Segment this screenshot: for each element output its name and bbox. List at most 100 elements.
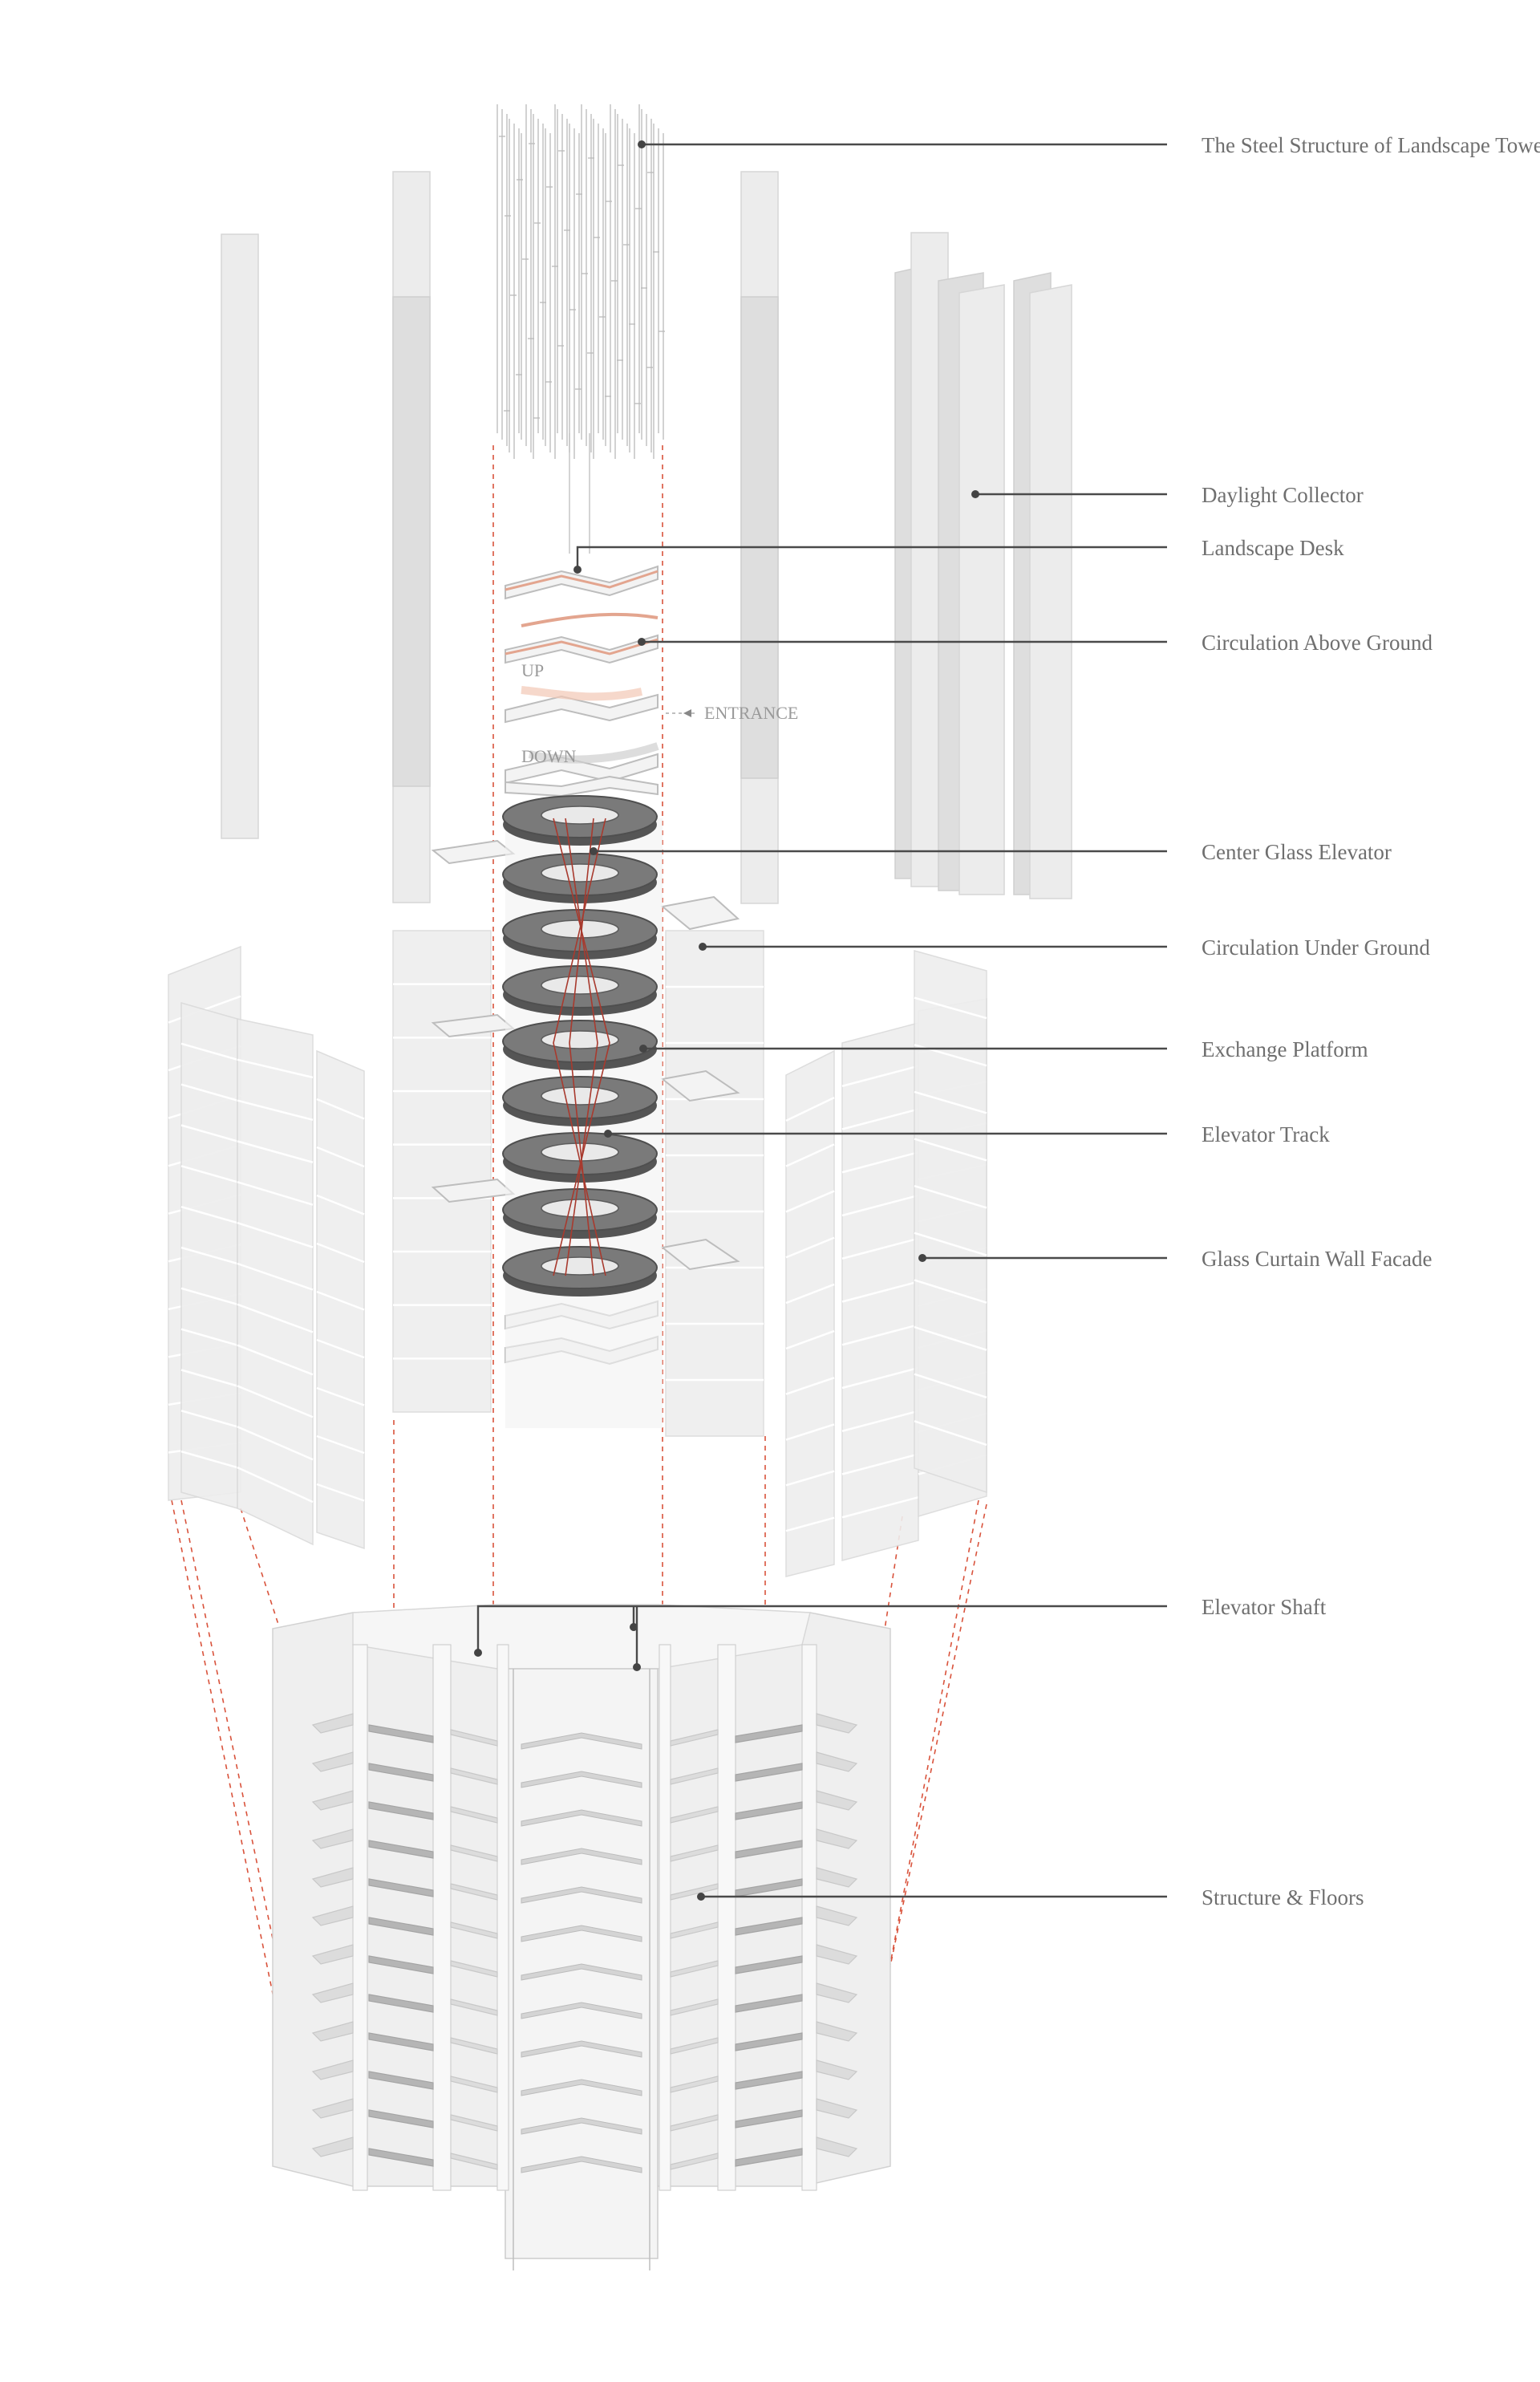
structure-column (717, 1644, 736, 2191)
floor-slab (311, 1867, 354, 1888)
floor-slab (368, 2148, 434, 2167)
floor-slab (735, 2071, 803, 2090)
floor-slab (521, 2040, 642, 2058)
floor-slab (311, 1713, 354, 1734)
floor-slab (521, 1732, 642, 1750)
landscape-pillars (221, 171, 779, 904)
floor-slab (735, 1994, 803, 2013)
floor-slab (368, 1917, 434, 1936)
floor-slab (368, 2109, 434, 2128)
exchange-platform-ring (502, 1246, 658, 1297)
structure-and-floors (272, 1604, 891, 2270)
floor-slab (368, 1878, 434, 1897)
floor-slab (450, 2037, 498, 2055)
floor-slab (735, 1955, 803, 1974)
floor-slab (311, 1790, 354, 1811)
floor-slab (450, 1960, 498, 1978)
label-elevator-track: Elevator Track (1202, 1122, 1330, 1146)
floor-slab (735, 1840, 803, 1859)
floor-slab (521, 1925, 642, 1942)
floor-slab (670, 1883, 719, 1901)
floor-slab (670, 2153, 719, 2170)
floor-slab (368, 1801, 434, 1820)
exchange-platforms (502, 795, 658, 1297)
floor-slab (735, 2109, 803, 2128)
floor-slab (450, 2114, 498, 2132)
floor-slab (816, 2136, 858, 2157)
structure-column (659, 1644, 671, 2191)
floor-slab (816, 1790, 858, 1811)
center-glass-elevator (502, 795, 663, 1428)
floor-slab (670, 1729, 719, 1747)
track-rail (569, 818, 594, 1276)
floor-slab (735, 1917, 803, 1936)
exchange-platform-ring (502, 795, 658, 846)
curtain-wall-panel (180, 1002, 238, 1509)
leader-lines (474, 140, 1167, 1901)
circulation-annotations: UP DOWN ENTRANCE (521, 660, 798, 766)
exchange-platform-ring (502, 965, 658, 1016)
floor-slab (521, 1771, 642, 1788)
floor-slab (311, 1982, 354, 2003)
floor-slab (450, 1729, 498, 1747)
floor-slab (816, 1905, 858, 1926)
floor-slab (450, 1883, 498, 1901)
floor-slab (368, 1724, 434, 1743)
floor-slab (311, 1905, 354, 1926)
entrance-annotation: ENTRANCE (704, 703, 798, 723)
floor-slab (311, 1944, 354, 1965)
exchange-platform-ring (502, 1076, 658, 1126)
structure-column (496, 1644, 509, 2191)
floor-slab (450, 1921, 498, 1939)
floor-slab (450, 2153, 498, 2170)
circulation-above-ground (505, 565, 659, 797)
floor-slab (816, 1713, 858, 1734)
floor-slab (521, 2156, 642, 2173)
floor-slab (735, 1763, 803, 1782)
down-annotation: DOWN (521, 746, 577, 766)
floor-slab (816, 1828, 858, 1849)
floor-slab (521, 1809, 642, 1827)
floor-slab (311, 2021, 354, 2042)
label-structure-floors: Structure & Floors (1202, 1885, 1364, 1909)
floor-slab (450, 1806, 498, 1824)
structure-column (432, 1644, 452, 2191)
floor-slab (368, 1840, 434, 1859)
floor-slab (816, 2059, 858, 2080)
label-steel-structure: The Steel Structure of Landscape Tower (1202, 133, 1540, 157)
floor-slab (816, 1944, 858, 1965)
glass-curtain-wall (168, 930, 987, 1577)
exchange-platform-ring (502, 1020, 658, 1070)
labels: The Steel Structure of Landscape Tower D… (1202, 133, 1540, 1909)
structure-column (352, 1644, 368, 2191)
label-exchange-platform: Exchange Platform (1202, 1037, 1368, 1061)
floor-slab (670, 2076, 719, 2093)
floor-slab (816, 1982, 858, 2003)
label-landscape-desk: Landscape Desk (1202, 536, 1344, 560)
curtain-wall-panel (316, 1049, 365, 1550)
floor-slab (521, 1848, 642, 1865)
floor-slab (735, 2148, 803, 2167)
floor-slab (670, 1806, 719, 1824)
entrance-arrow-icon (683, 709, 691, 717)
curtain-wall-panel (665, 930, 764, 1437)
floor-slab (368, 2071, 434, 2090)
floor-slab (521, 1963, 642, 1981)
floor-slab (670, 2114, 719, 2132)
floor-slab (670, 2037, 719, 2055)
label-center-glass-elevator: Center Glass Elevator (1202, 840, 1392, 864)
floor-slab (368, 1763, 434, 1782)
curtain-wall-panel (392, 930, 492, 1413)
label-circulation-under-ground: Circulation Under Ground (1202, 935, 1430, 960)
floor-slab (521, 1886, 642, 1904)
floor-slab (735, 1801, 803, 1820)
track-rail (553, 818, 610, 1276)
label-circulation-above-ground: Circulation Above Ground (1202, 631, 1433, 655)
floor-slab (368, 2032, 434, 2051)
floor-slab (670, 1767, 719, 1785)
steel-structure (496, 104, 665, 554)
elevator-track (553, 818, 610, 1276)
label-elevator-shaft: Elevator Shaft (1202, 1595, 1327, 1619)
floor-slab (670, 1960, 719, 1978)
